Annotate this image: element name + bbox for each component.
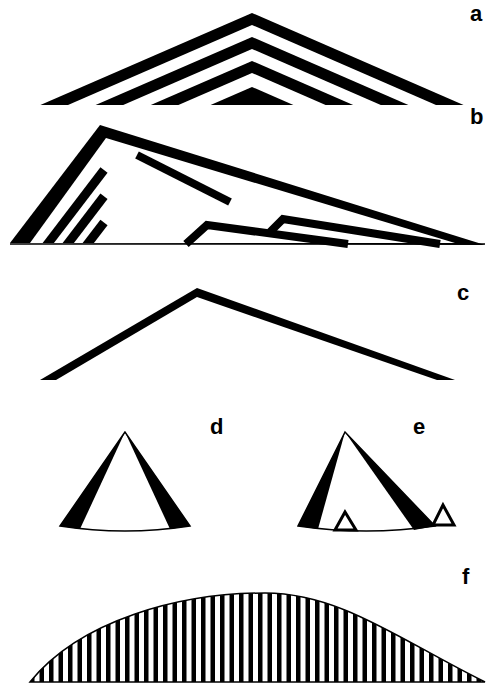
stripe xyxy=(344,590,349,685)
chevron-band xyxy=(40,13,463,105)
stripe xyxy=(420,590,425,685)
stripe xyxy=(429,590,434,685)
small-peak xyxy=(433,505,454,525)
striped-dome xyxy=(30,590,485,685)
stripe xyxy=(116,590,121,685)
stripe xyxy=(97,590,102,685)
outer-band xyxy=(10,125,485,245)
stripe xyxy=(391,590,396,685)
panel-letter: b xyxy=(470,106,483,128)
cone-with-peaks xyxy=(298,432,454,531)
stripe xyxy=(173,590,178,685)
cone xyxy=(60,432,190,531)
cone-side xyxy=(60,432,125,529)
inner-field xyxy=(56,297,437,380)
stripe xyxy=(382,590,387,685)
stripe xyxy=(268,590,273,685)
chevron-band xyxy=(68,25,436,105)
stripe xyxy=(68,590,73,685)
panel-letter: c xyxy=(457,282,469,304)
edge-stripe xyxy=(66,196,104,246)
cone-side xyxy=(125,432,190,529)
cone-outline xyxy=(298,432,435,531)
stripe xyxy=(59,590,64,685)
nested-chevrons xyxy=(40,13,463,105)
chevron-band xyxy=(96,37,409,105)
stripe xyxy=(258,590,263,685)
stripe xyxy=(30,590,35,685)
stripe xyxy=(353,590,358,685)
stripe xyxy=(78,590,83,685)
folded-triangle xyxy=(10,125,485,246)
panel-letter: a xyxy=(470,3,482,25)
stripe xyxy=(154,590,159,685)
stripe xyxy=(306,590,311,685)
stripe xyxy=(477,590,482,685)
chevron-band xyxy=(211,87,294,105)
inner-bar xyxy=(137,155,230,202)
stripe xyxy=(372,590,377,685)
stripe xyxy=(106,590,111,685)
stripe xyxy=(458,590,463,685)
panel-letter: d xyxy=(210,416,223,438)
panel-letter: e xyxy=(413,416,425,438)
small-peak xyxy=(335,512,356,530)
stripe xyxy=(363,590,368,685)
cone-side xyxy=(298,432,345,529)
stripe xyxy=(144,590,149,685)
stripe xyxy=(296,590,301,685)
left-stripes xyxy=(46,170,104,246)
edge-stripe xyxy=(86,222,104,246)
stripe xyxy=(287,590,292,685)
stripe xyxy=(201,590,206,685)
chevron-band xyxy=(123,49,381,105)
cone-side xyxy=(345,432,435,530)
dome-outline xyxy=(30,593,485,682)
stripe xyxy=(192,590,197,685)
stripe xyxy=(87,590,92,685)
stripe xyxy=(239,590,244,685)
plain-triangle xyxy=(40,288,455,380)
stripe xyxy=(135,590,140,685)
stripe xyxy=(448,590,453,685)
stripe xyxy=(439,590,444,685)
vertical-stripes xyxy=(30,590,481,685)
stripe xyxy=(315,590,320,685)
stripe xyxy=(49,590,54,685)
edge-stripe xyxy=(46,170,104,246)
stripe xyxy=(410,590,415,685)
chevron-band xyxy=(178,73,325,105)
stripe xyxy=(125,590,130,685)
stripe xyxy=(249,590,254,685)
outer-band xyxy=(40,288,455,380)
chevron-band xyxy=(151,61,353,105)
stripe xyxy=(230,590,235,685)
cone-outline xyxy=(60,432,190,531)
stripe xyxy=(277,590,282,685)
stripe xyxy=(182,590,187,685)
stripe xyxy=(467,590,472,685)
inner-chevron xyxy=(270,219,440,244)
panel-letter: f xyxy=(462,566,469,588)
stripe xyxy=(220,590,225,685)
stripe xyxy=(334,590,339,685)
stripe xyxy=(211,590,216,685)
